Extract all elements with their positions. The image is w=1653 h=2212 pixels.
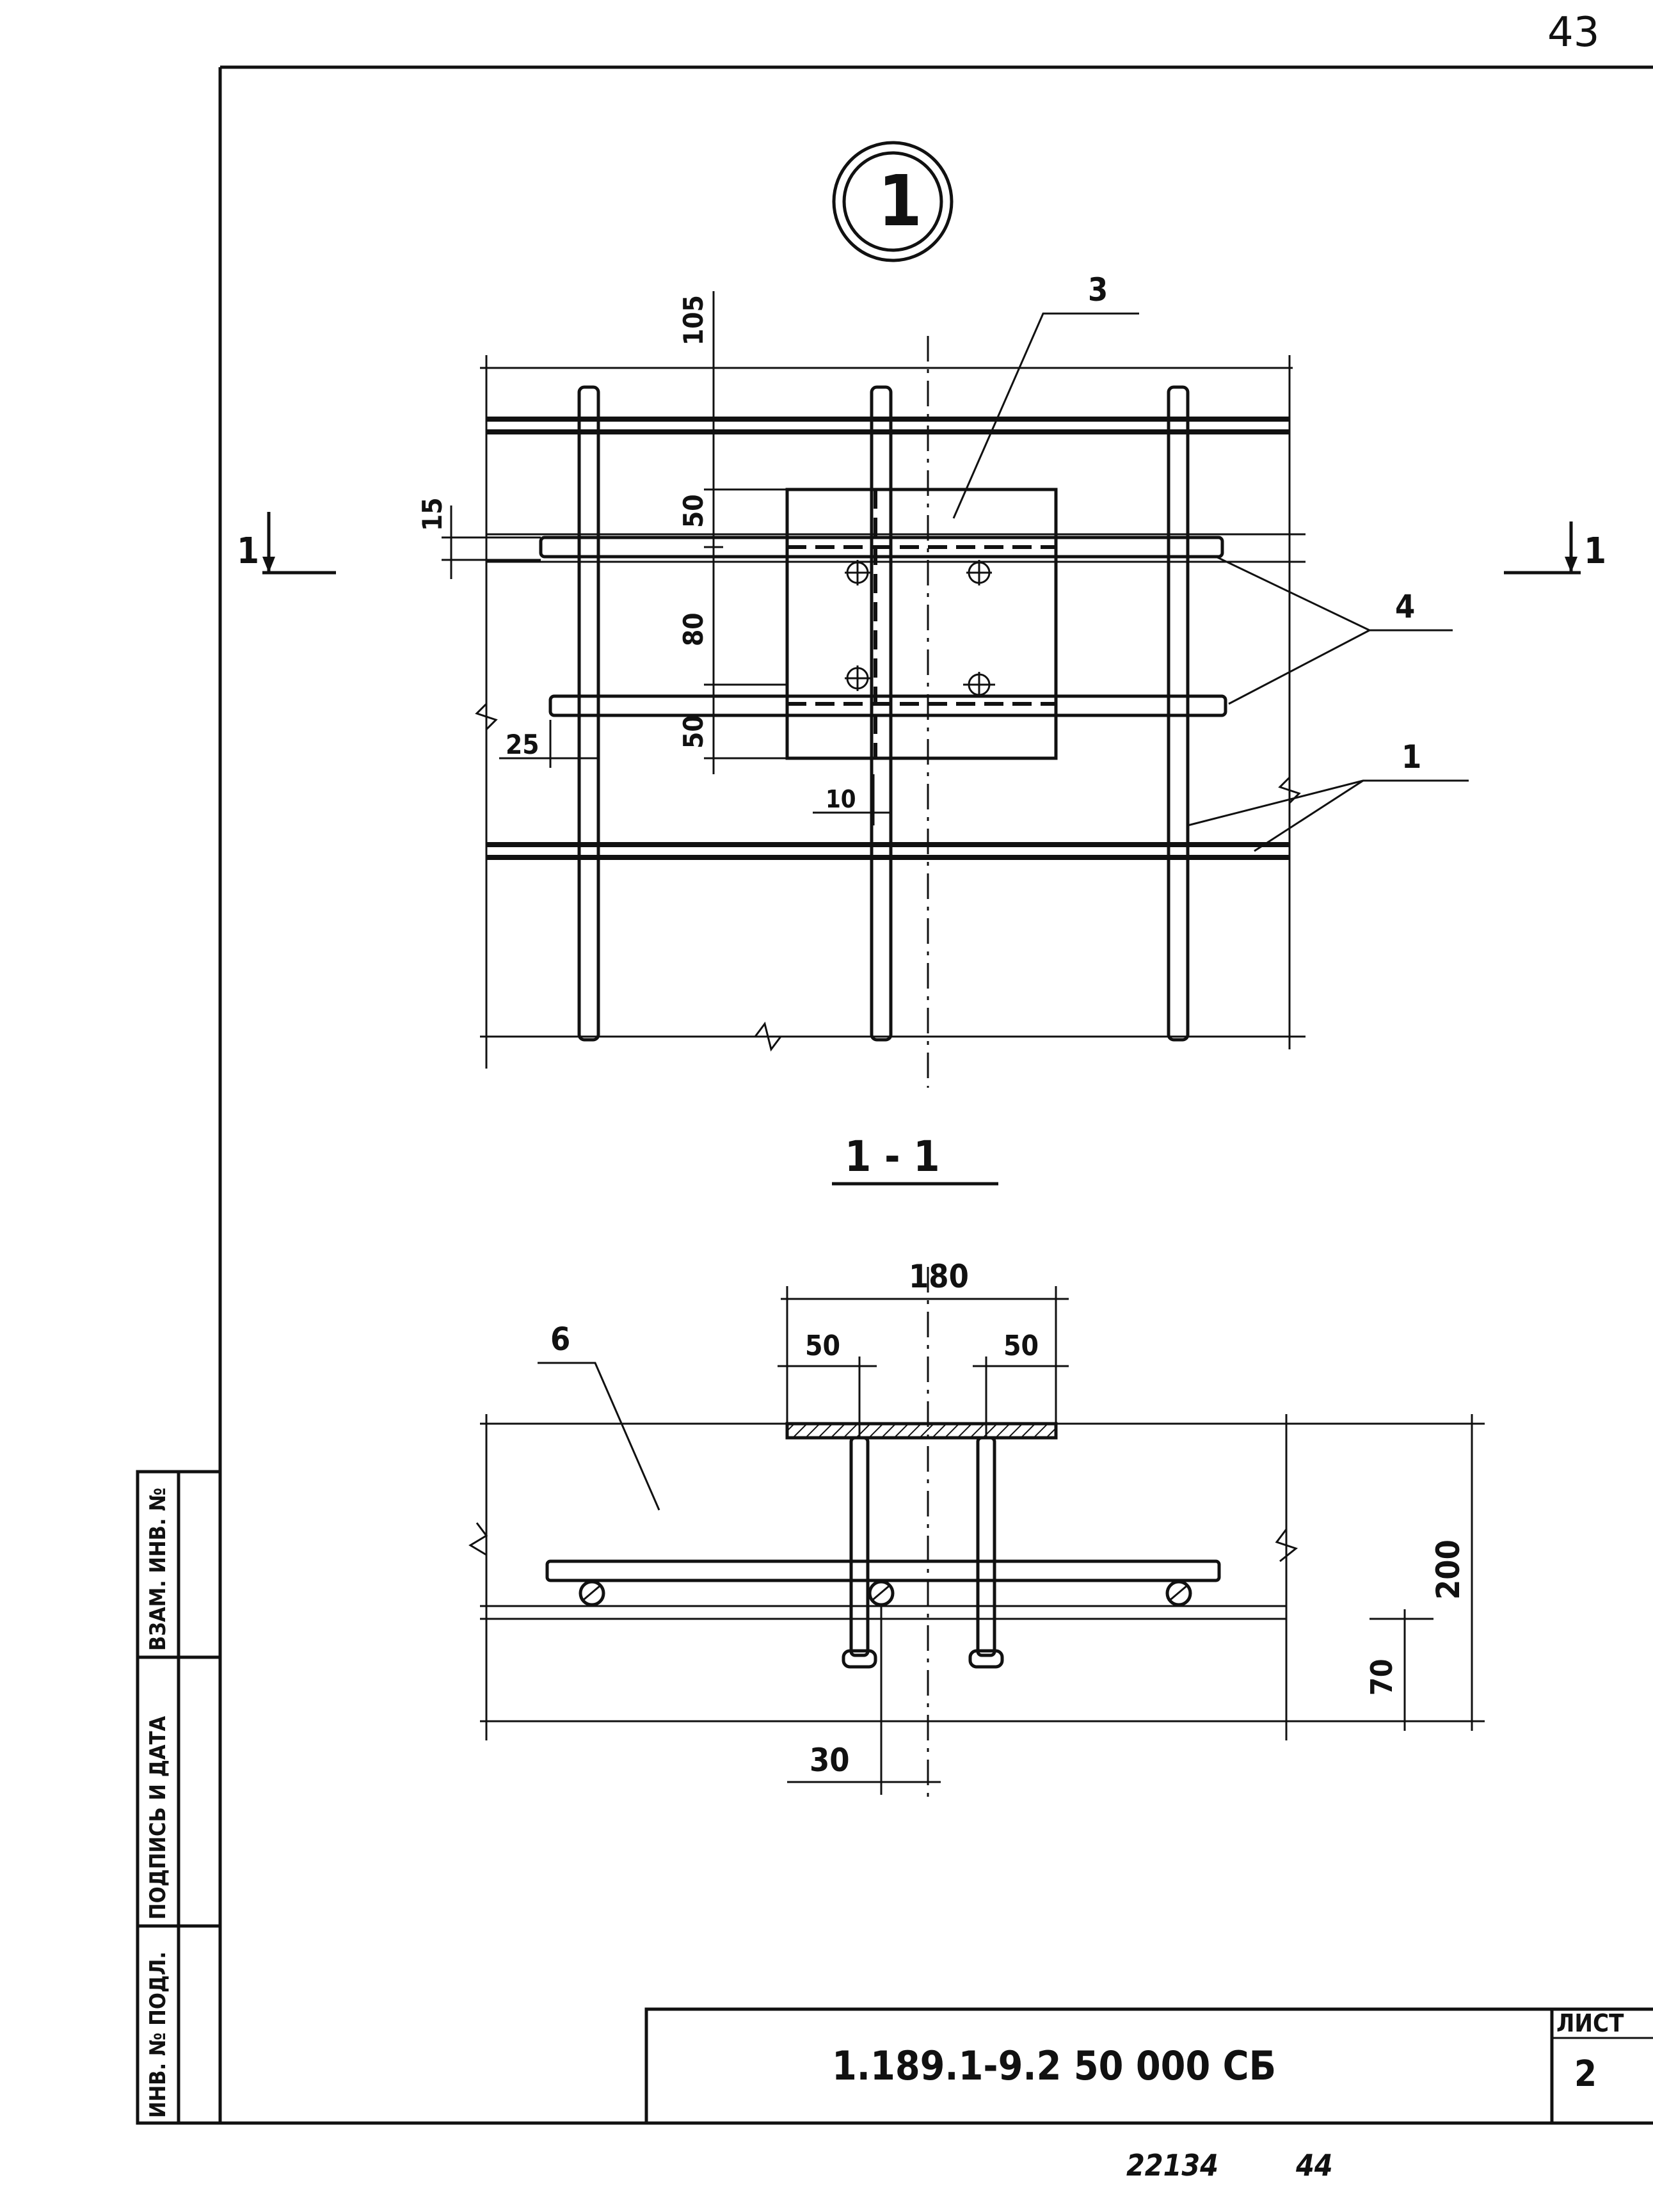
dim-10-group: 10 bbox=[813, 774, 891, 825]
anchor-rod-right bbox=[976, 1436, 996, 1657]
stamp-vzam-inv: ВЗАМ. ИНВ. № bbox=[145, 1488, 171, 1651]
dim-15: 15 bbox=[417, 497, 448, 531]
dim-30: 30 bbox=[810, 1742, 850, 1779]
page-number: 43 bbox=[1547, 9, 1600, 56]
rebar-horizontal-top bbox=[486, 417, 1290, 434]
section-dim-30: 30 bbox=[787, 1606, 941, 1795]
rebar-vertical bbox=[577, 385, 1190, 1042]
section-plate bbox=[785, 1422, 1058, 1440]
section-cut-right: 1 bbox=[1504, 521, 1606, 575]
plan-dimension-chain: 105 50 80 50 bbox=[678, 291, 787, 774]
archive-page-ref: 44 bbox=[1295, 2148, 1333, 2183]
section-cut-left: 1 bbox=[237, 512, 336, 575]
dim-50-bottom: 50 bbox=[678, 715, 709, 749]
dim-80: 80 bbox=[678, 612, 709, 646]
section-title: 1 - 1 bbox=[832, 1132, 998, 1186]
callout-3-label: 3 bbox=[1088, 271, 1108, 308]
anchor-bar-bottom bbox=[548, 694, 1227, 717]
sheet-frame bbox=[138, 65, 1653, 2125]
dim-25-group: 25 bbox=[499, 720, 598, 768]
sheet-number: 2 bbox=[1574, 2053, 1597, 2095]
stamp-podpis-data: ПОДПИСЬ И ДАТА bbox=[145, 1716, 171, 1920]
dim-180: 180 bbox=[909, 1258, 969, 1295]
section-anchor-bar bbox=[545, 1559, 1221, 1582]
stamp-inv-podl: ИНВ. № ПОДЛ. bbox=[145, 1952, 171, 2118]
dim-50-right: 50 bbox=[1003, 1330, 1039, 1362]
section-title-text: 1 - 1 bbox=[845, 1132, 940, 1181]
dim-10: 10 bbox=[826, 785, 856, 813]
callout-1: 1 bbox=[1187, 738, 1469, 852]
anchor-rod-left bbox=[849, 1436, 870, 1657]
callout-4: 4 bbox=[1215, 555, 1453, 705]
dim-70: 70 bbox=[1364, 1659, 1399, 1696]
embedded-plate bbox=[785, 488, 1058, 760]
callout-6-label: 6 bbox=[550, 1321, 570, 1358]
dim-200: 200 bbox=[1430, 1540, 1467, 1600]
dim-50-top: 50 bbox=[678, 494, 709, 528]
cut-left-label: 1 bbox=[237, 530, 259, 572]
node-marker: 1 bbox=[832, 141, 954, 262]
section-dims-top: 180 50 50 bbox=[778, 1258, 1069, 1438]
section-dims-right: 200 70 bbox=[1286, 1414, 1485, 1731]
title-block: 1.189.1-9.2 50 000 СБ ЛИСТ 2 bbox=[644, 2007, 1653, 2123]
dim-15-group: 15 bbox=[417, 497, 541, 579]
dim-50-left: 50 bbox=[805, 1330, 840, 1362]
side-stamp: ИНВ. № ПОДЛ. ПОДПИСЬ И ДАТА ВЗАМ. ИНВ. № bbox=[136, 1470, 222, 2125]
callout-6: 6 bbox=[538, 1321, 660, 1511]
drawing-code: 1.189.1-9.2 50 000 СБ bbox=[832, 2042, 1276, 2089]
plan-view: 105 50 80 50 15 25 10 3 bbox=[237, 271, 1606, 1088]
anchor-bar-top bbox=[486, 533, 1306, 563]
callout-4-label: 4 bbox=[1395, 588, 1415, 625]
callout-1-label: 1 bbox=[1401, 738, 1421, 776]
sheet-label: ЛИСТ bbox=[1556, 2009, 1624, 2037]
rebar-horizontal-bottom bbox=[486, 842, 1290, 860]
callout-3: 3 bbox=[952, 271, 1139, 519]
node-marker-label: 1 bbox=[878, 160, 922, 242]
archive-number: 22134 bbox=[1126, 2148, 1218, 2183]
cut-right-label: 1 bbox=[1584, 530, 1606, 572]
section-view: 180 50 50 200 70 30 6 bbox=[468, 1258, 1485, 1798]
dim-25: 25 bbox=[506, 729, 539, 760]
dim-105: 105 bbox=[678, 295, 709, 346]
